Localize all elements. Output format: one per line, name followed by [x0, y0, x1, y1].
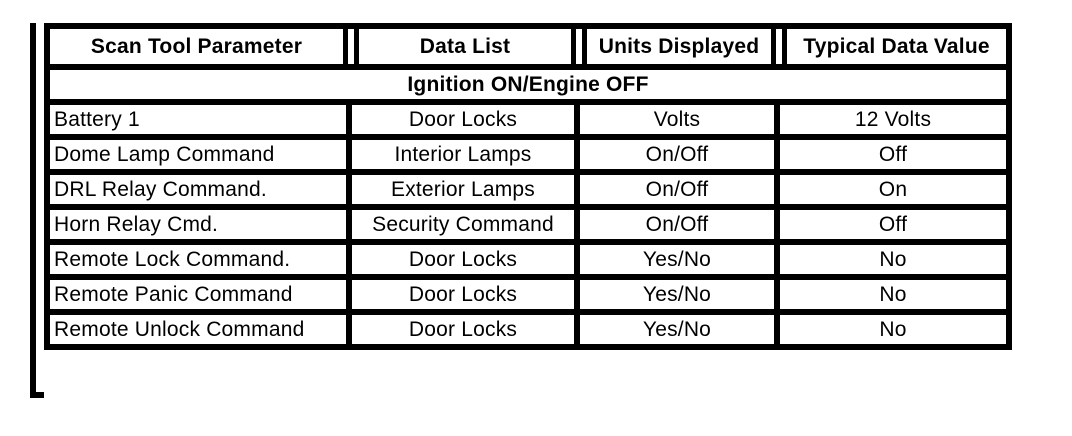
- column-header-units-displayed: Units Displayed: [582, 29, 776, 64]
- cell-parameter: Remote Unlock Command: [50, 315, 352, 344]
- column-header-typical-data-value: Typical Data Value: [782, 29, 1006, 64]
- cell-parameter: Dome Lamp Command: [50, 140, 352, 169]
- table-row: Dome Lamp Command Interior Lamps On/Off …: [50, 134, 1006, 169]
- cell-parameter: DRL Relay Command.: [50, 175, 352, 204]
- column-header-scan-tool-parameter: Scan Tool Parameter: [50, 29, 348, 64]
- cell-units: Yes/No: [580, 245, 780, 274]
- table-header-row: Scan Tool Parameter Data List Units Disp…: [50, 29, 1006, 64]
- table-bottom-edge-line: [36, 392, 44, 398]
- cell-units: On/Off: [580, 140, 780, 169]
- cell-data-list: Interior Lamps: [352, 140, 580, 169]
- cell-data-list: Security Command: [352, 210, 580, 239]
- cell-typical-value: Off: [878, 213, 908, 236]
- cell-typical-value: Off: [878, 143, 908, 166]
- cell-typical-value: 12 Volts: [854, 108, 932, 131]
- table-row: Remote Lock Command. Door Locks Yes/No N…: [50, 239, 1006, 274]
- cell-parameter: Horn Relay Cmd.: [50, 210, 352, 239]
- section-header-ignition-state: Ignition ON/Engine OFF: [50, 64, 1006, 99]
- table-row: DRL Relay Command. Exterior Lamps On/Off…: [50, 169, 1006, 204]
- cell-parameter: Remote Panic Command: [50, 280, 352, 309]
- cell-parameter: Battery 1: [50, 105, 352, 134]
- cell-data-list: Door Locks: [352, 245, 580, 274]
- cell-typical-value: No: [879, 248, 907, 271]
- cell-data-list: Door Locks: [352, 315, 580, 344]
- table-row: Battery 1 Door Locks Volts 12 Volts: [50, 99, 1006, 134]
- cell-typical-value: No: [879, 318, 907, 341]
- table-row: Remote Panic Command Door Locks Yes/No N…: [50, 274, 1006, 309]
- cell-typical-value: No: [879, 283, 907, 306]
- table-row: Remote Unlock Command Door Locks Yes/No …: [50, 309, 1006, 344]
- cell-data-list: Door Locks: [352, 280, 580, 309]
- cell-typical-value: On: [878, 178, 908, 201]
- cell-units: Yes/No: [580, 315, 780, 344]
- column-header-data-list: Data List: [354, 29, 576, 64]
- table-left-edge-line: [30, 23, 36, 398]
- cell-parameter: Remote Lock Command.: [50, 245, 352, 274]
- table-row: Horn Relay Cmd. Security Command On/Off …: [50, 204, 1006, 239]
- cell-units: Yes/No: [580, 280, 780, 309]
- cell-data-list: Exterior Lamps: [352, 175, 580, 204]
- cell-units: On/Off: [580, 210, 780, 239]
- cell-units: Volts: [580, 105, 780, 134]
- cell-units: On/Off: [580, 175, 780, 204]
- cell-data-list: Door Locks: [352, 105, 580, 134]
- scan-tool-data-table: Scan Tool Parameter Data List Units Disp…: [44, 23, 1012, 350]
